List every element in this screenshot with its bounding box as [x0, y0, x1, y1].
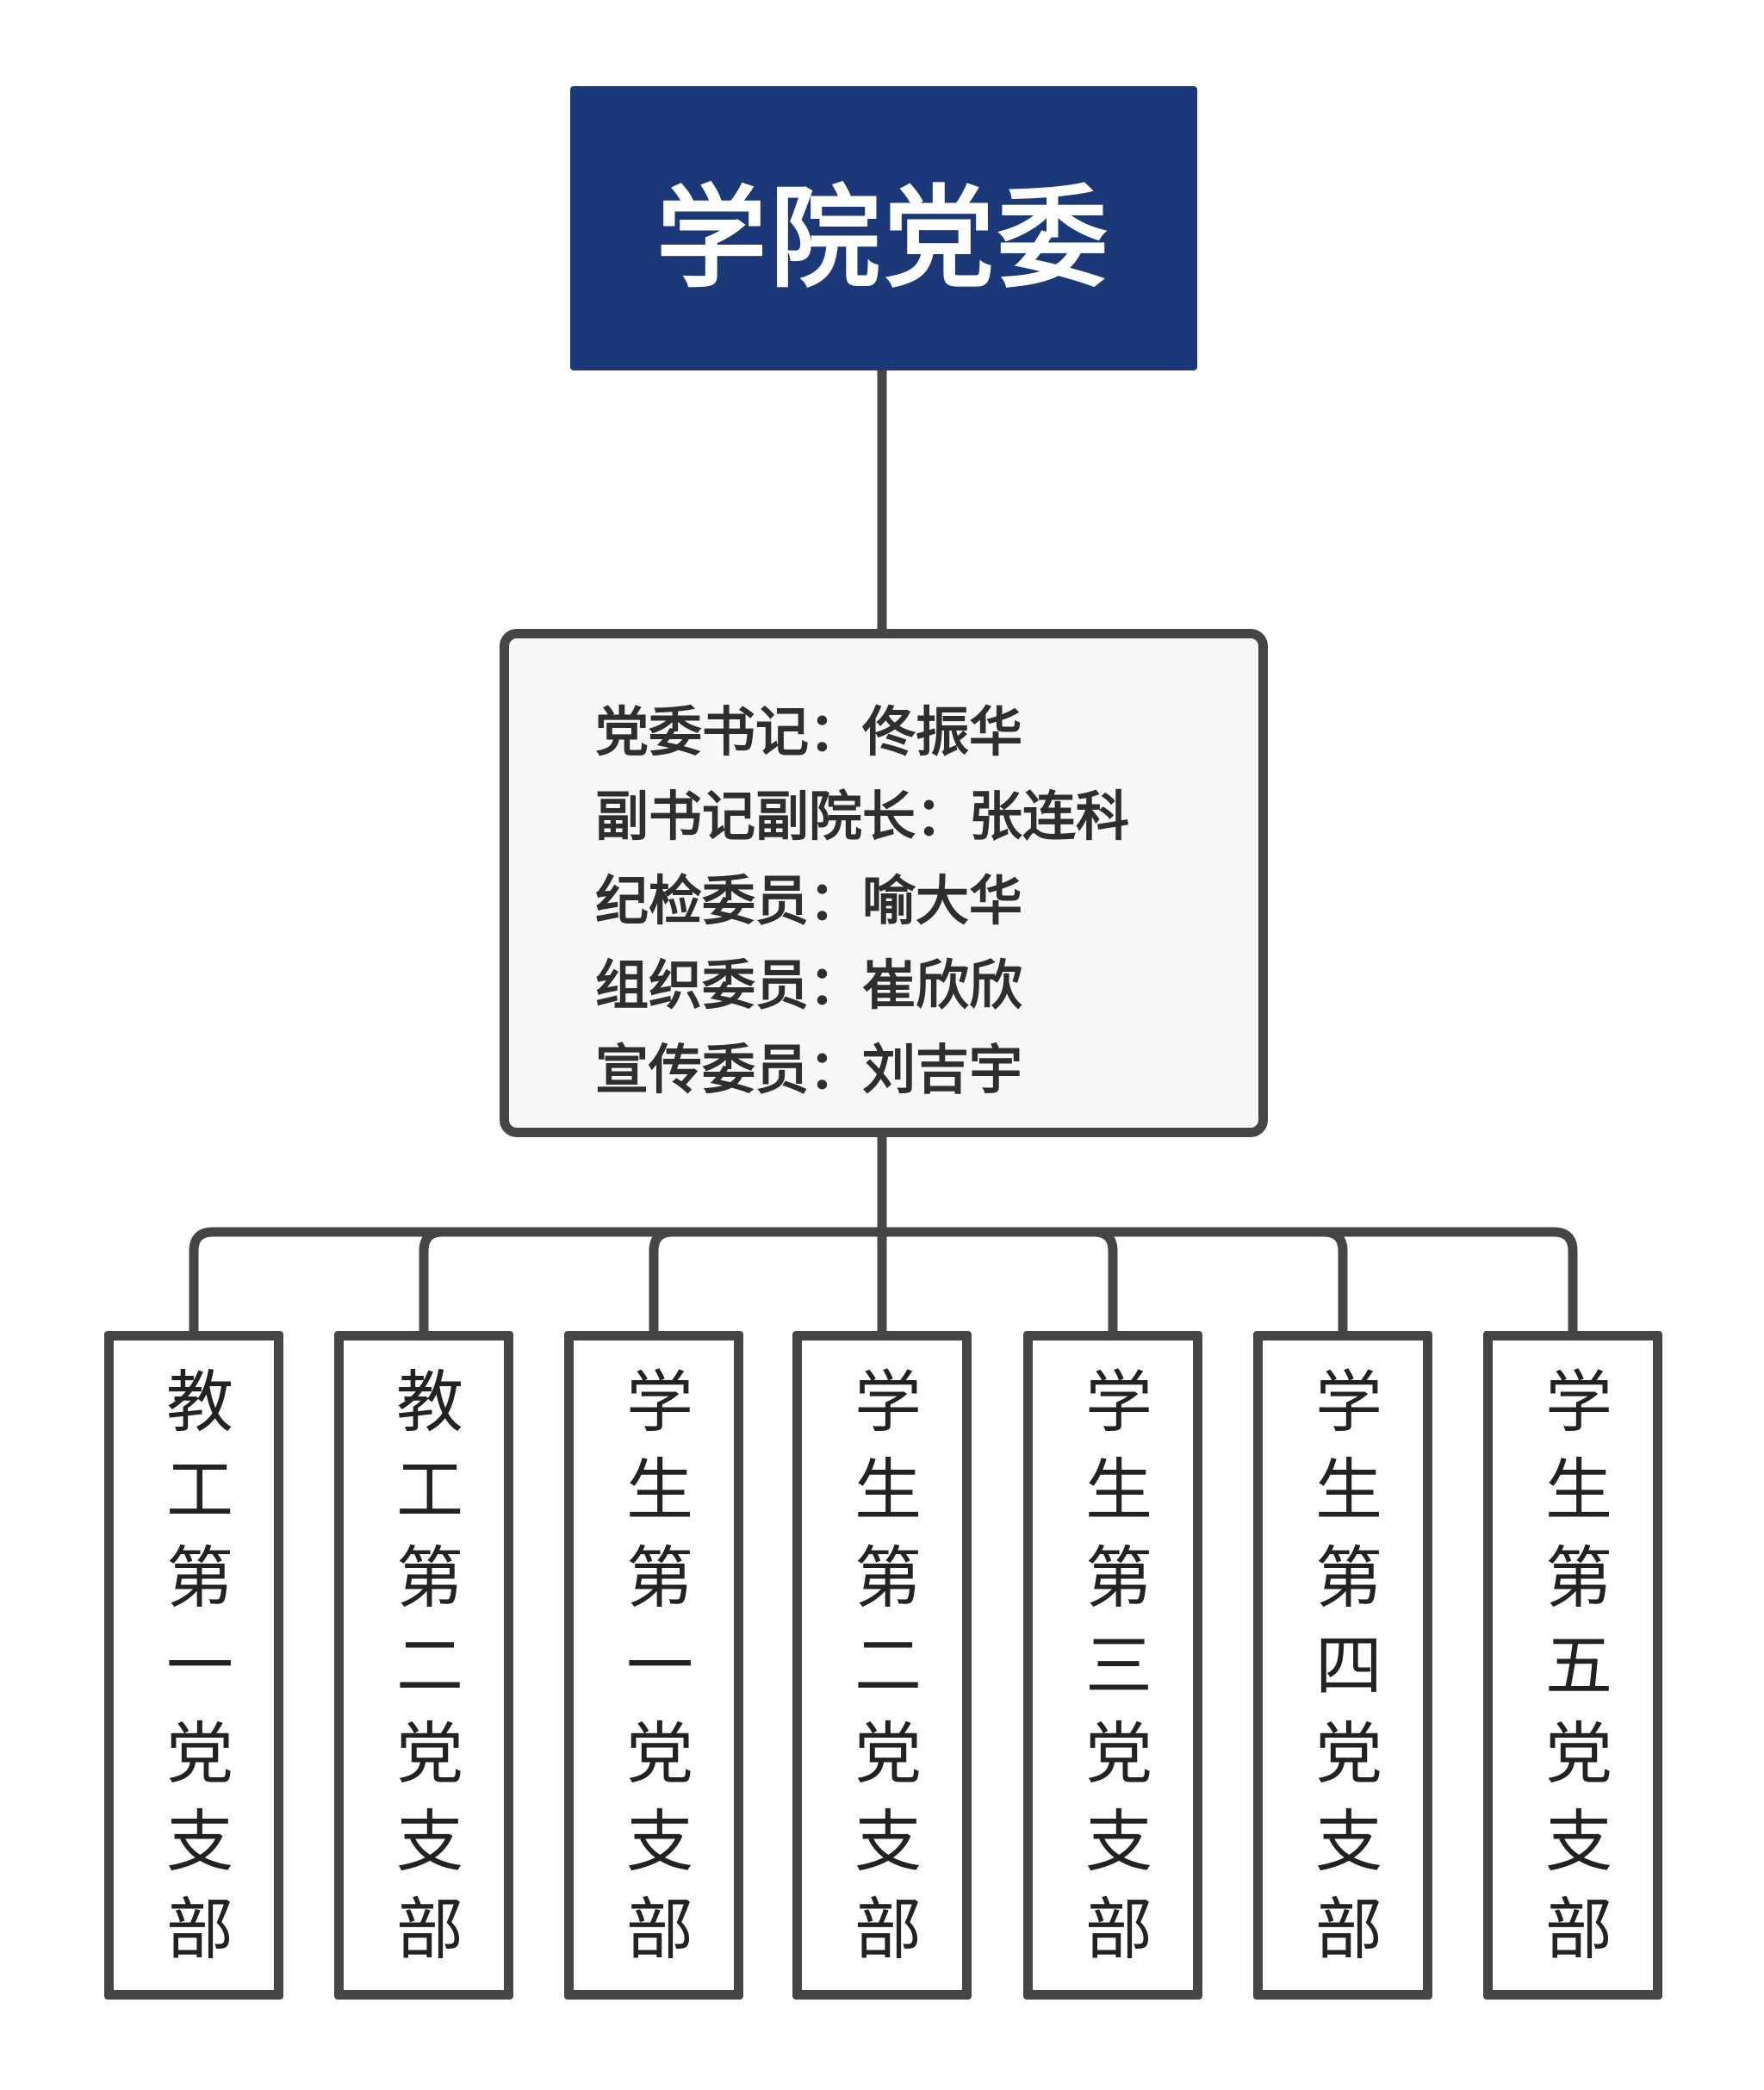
branch-node-student-4: 学生第四党支部	[1253, 1331, 1432, 2000]
drop-line-5	[1089, 1227, 1118, 1336]
branch-label: 学生第三党支部	[1074, 1366, 1152, 1981]
branch-label: 学生第一党支部	[615, 1366, 693, 1981]
branch-node-student-2: 学生第二党支部	[792, 1331, 972, 2000]
drop-line-3	[649, 1227, 678, 1336]
member-organization: 组织委员：崔欣欣	[595, 954, 1023, 1017]
branch-label: 学生第四党支部	[1304, 1366, 1382, 1981]
branch-label: 教工第二党支部	[385, 1366, 463, 1981]
root-node-college-party-committee: 学院党委	[570, 86, 1197, 370]
branch-label: 教工第一党支部	[155, 1366, 233, 1981]
branch-label: 学生第二党支部	[843, 1366, 921, 1981]
drop-line-6	[1319, 1227, 1348, 1336]
member-discipline: 纪检委员：喻大华	[595, 869, 1023, 932]
branch-node-faculty-2: 教工第二党支部	[334, 1331, 513, 2000]
bus-line	[189, 1227, 1578, 1336]
root-title: 学院党委	[655, 174, 1111, 303]
branch-node-student-5: 学生第五党支部	[1483, 1331, 1662, 2000]
committee-members-box: 党委书记：佟振华 副书记副院长：张连科 纪检委员：喻大华 组织委员：崔欣欣 宣传…	[500, 629, 1268, 1137]
member-publicity: 宣传委员：刘吉宇	[595, 1038, 1023, 1101]
member-secretary: 党委书记：佟振华	[595, 700, 1023, 763]
drop-line-2	[419, 1227, 448, 1336]
branch-node-faculty-1: 教工第一党支部	[104, 1331, 283, 2000]
branch-node-student-1: 学生第一党支部	[564, 1331, 743, 2000]
member-deputy-secretary: 副书记副院长：张连科	[595, 785, 1130, 848]
branch-node-student-3: 学生第三党支部	[1023, 1331, 1202, 2000]
branch-label: 学生第五党支部	[1534, 1366, 1612, 1981]
